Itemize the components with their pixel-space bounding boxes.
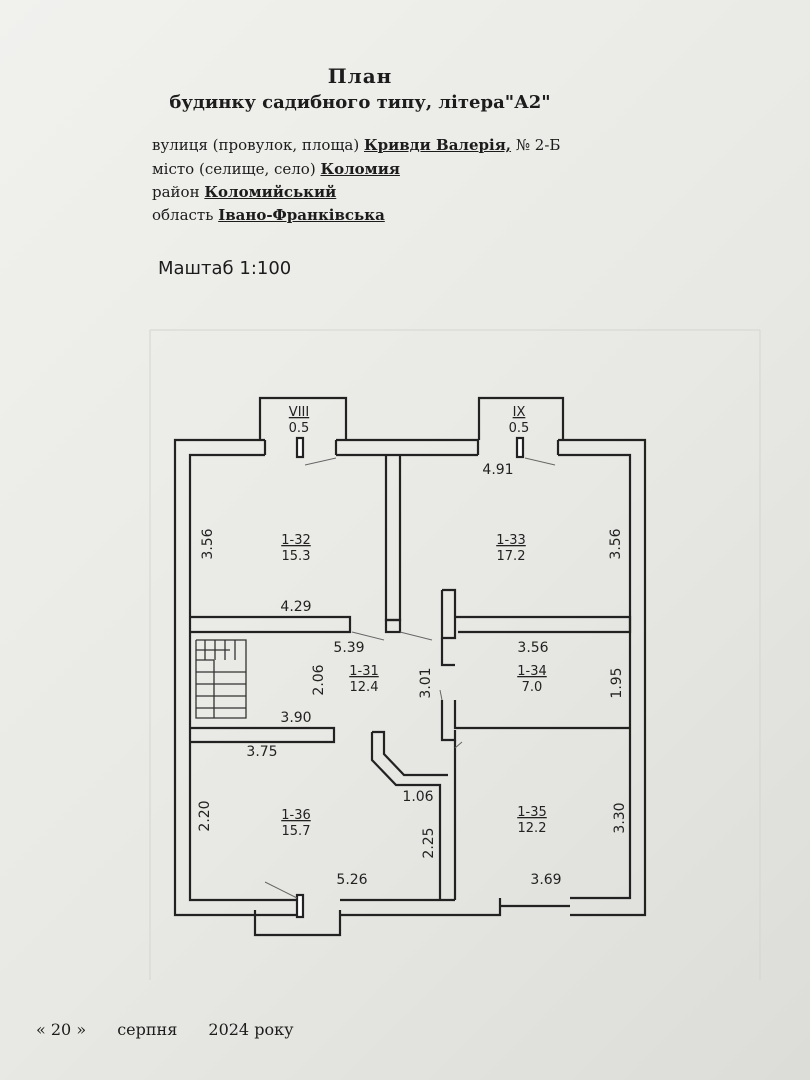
entrance-outline [253,910,342,937]
date-month: серпня [117,1020,178,1039]
dimension-label: 2.20 [197,800,213,831]
outer-wall-left [173,438,297,917]
dimension-label: 5.39 [333,640,364,656]
dimension-label: 3.56 [608,528,624,559]
room-id: 1-32 [281,533,311,548]
dimension-label: 4.91 [482,462,513,478]
street-value: Кривди Валерія, [363,136,512,154]
scale-label: Маштаб 1:100 [158,258,292,279]
outer-wall-right [558,438,647,917]
room-area: 12.2 [518,821,547,836]
balcony-ix-value: 0.5 [509,421,530,436]
staircase [195,639,247,719]
district-value: Коломийський [204,183,337,201]
dimension-label: 3.30 [612,802,628,833]
room-area: 15.3 [282,549,311,564]
room-area: 12.4 [350,680,379,695]
room-id: 1-34 [517,664,547,679]
dimension-label: 3.75 [246,744,277,760]
balcony-viii-outline [258,396,348,440]
date-day: « 20 » [36,1020,87,1039]
inner-wall-left [188,453,297,902]
room-id: 1-35 [517,805,547,820]
plan-walls [149,329,761,980]
room-id: 1-33 [496,533,526,548]
house-number: № 2-Б [515,136,561,154]
wall-pier-33 [440,588,457,640]
city-label: місто (селище, село) [152,160,316,178]
window-ix [515,436,525,459]
dimension-label: 3.90 [280,710,311,726]
room-id: 1-36 [281,808,311,823]
dimension-label: 1.95 [609,667,625,698]
plan-title: План [327,64,393,88]
plan-subtitle: будинку садибного типу, літера"А2" [169,92,551,113]
angled-partition-outer [372,730,448,777]
street-label: вулиця (провулок, площа) [152,136,360,154]
dimension-label: 3.69 [530,872,561,888]
partition-post [384,618,402,634]
angled-partition-inner [370,732,442,900]
background-grid [149,329,761,980]
dimension-label: 2.06 [311,664,327,695]
dimension-label: 3.56 [517,640,548,656]
outer-wall-bottom-mid [340,898,502,917]
room-area: 17.2 [497,549,526,564]
balcony-viii-value: 0.5 [289,421,310,436]
dimension-label: 3.56 [200,528,216,559]
window-bottom [295,893,305,919]
window-viii [295,436,305,459]
room-area: 7.0 [522,680,543,695]
inner-wall-right [558,453,632,900]
door-marks [264,457,556,899]
city-line: місто (селище, село) Коломия [152,160,400,178]
street-line: вулиця (провулок, площа) Кривди Валерія,… [152,136,560,154]
wall-34-pier [440,700,457,742]
wall-32-31 [190,615,352,634]
date-line: « 20 » серпня 2024 року [36,1020,319,1039]
room-id: 1-31 [349,664,379,679]
balcony-ix-numeral: IX [513,405,526,420]
district-line: район Коломийський [152,183,336,201]
wall-31-36 [190,726,336,744]
region-value: Івано-Франківська [218,206,385,224]
wall-pier-lower [440,638,455,667]
city-value: Коломия [320,160,400,178]
partition-32-33 [384,455,402,622]
dimension-label: 2.25 [421,827,437,858]
district-label: район [152,183,200,201]
room-area: 15.7 [282,824,311,839]
dimension-label: 4.29 [280,599,311,615]
region-label: область [152,206,214,224]
date-year: 2024 року [208,1020,294,1039]
wall-33-34 [455,615,632,634]
balcony-viii-numeral: VIII [289,405,309,420]
wall-34-35 [453,700,630,730]
dimension-label: 5.26 [336,872,367,888]
region-line: область Івано-Франківська [152,206,385,224]
balcony-ix-outline [477,396,565,440]
dimension-label: 1.06 [402,789,433,805]
dimension-label: 3.01 [418,667,434,698]
